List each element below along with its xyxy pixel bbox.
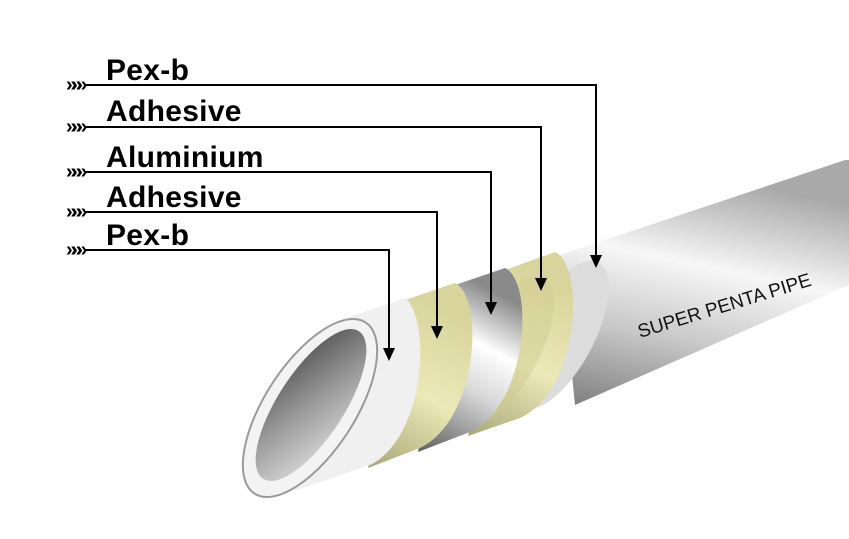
pipe-bore bbox=[255, 329, 367, 481]
marker-pex-inner: »»» bbox=[66, 239, 88, 261]
outer-pex-layer bbox=[560, 160, 849, 405]
leader-line-aluminium bbox=[85, 171, 492, 302]
arrowheads bbox=[383, 255, 602, 361]
arrowhead-pex-inner bbox=[383, 348, 395, 361]
label-pex-inner: Pex-b bbox=[106, 219, 190, 252]
marker-pex-outer: »»» bbox=[66, 74, 88, 96]
marker-adhesive-outer: »»» bbox=[66, 116, 88, 138]
arrowhead-adhesive-outer bbox=[535, 278, 547, 291]
leader-lines bbox=[85, 84, 597, 348]
marker-adhesive-inner: »»» bbox=[66, 201, 88, 223]
label-pex-outer: Pex-b bbox=[106, 54, 190, 87]
arrowhead-pex-outer bbox=[590, 255, 602, 268]
arrowhead-aluminium bbox=[485, 302, 497, 315]
leader-line-pex-outer bbox=[85, 84, 597, 255]
leader-line-adhesive-inner bbox=[85, 211, 438, 326]
label-adhesive-inner: Adhesive bbox=[106, 181, 242, 214]
leader-line-pex-inner bbox=[85, 249, 390, 348]
label-adhesive-outer: Adhesive bbox=[106, 95, 242, 128]
leader-line-adhesive-outer bbox=[85, 126, 542, 278]
label-aluminium: Aluminium bbox=[106, 141, 264, 174]
arrowhead-adhesive-inner bbox=[431, 326, 443, 339]
marker-aluminium: »»» bbox=[66, 161, 88, 183]
